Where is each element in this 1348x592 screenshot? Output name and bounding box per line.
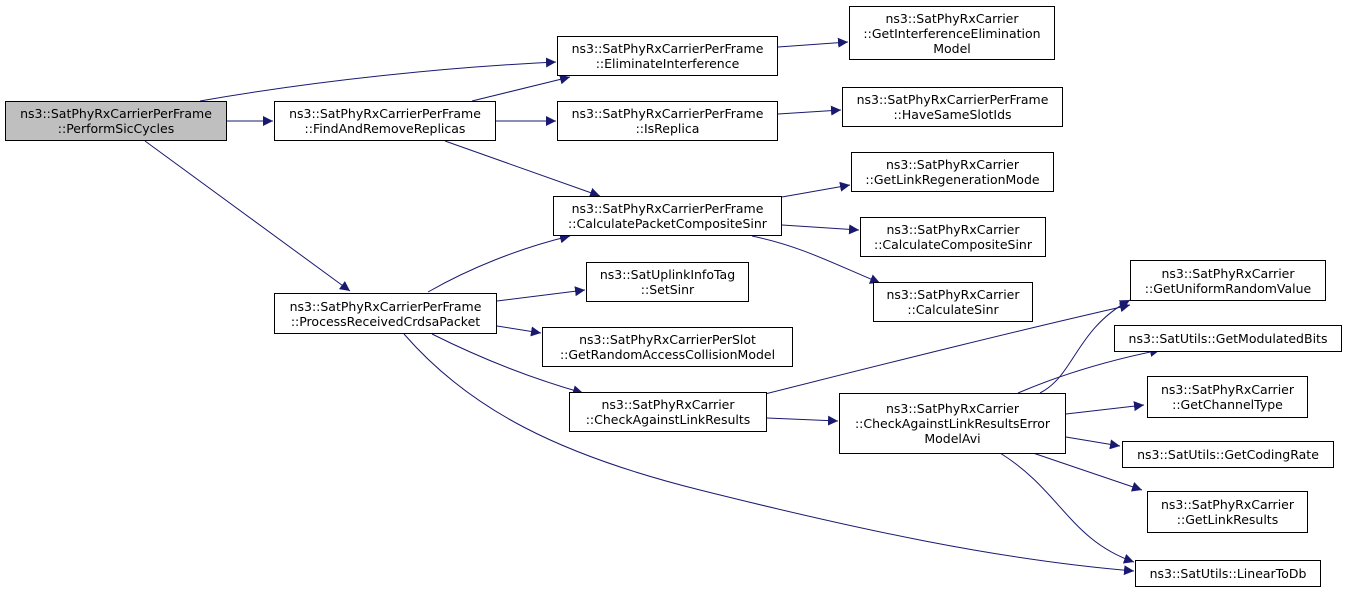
edge-process-to-calc-composite-pf (427, 233, 571, 293)
node-line2: ::GetRandomAccessCollisionModel (559, 347, 776, 362)
node-line1: ns3::SatPhyRxCarrierPerFrame (20, 106, 212, 121)
node-get-channel-type[interactable]: ns3::SatPhyRxCarrier ::GetChannelType (1147, 376, 1308, 418)
node-line2: ::HaveSameSlotIds (893, 107, 1012, 122)
node-calculate-sinr[interactable]: ns3::SatPhyRxCarrier ::CalculateSinr (873, 282, 1033, 322)
node-line1: ns3::SatPhyRxCarrier (601, 397, 735, 412)
edge-calc-composite-pf-to-calc-sinr (751, 235, 881, 284)
node-get-random-access-collision-model[interactable]: ns3::SatPhyRxCarrierPerSlot ::GetRandomA… (542, 327, 793, 367)
node-line1: ns3::SatPhyRxCarrier (1161, 382, 1294, 397)
node-line2: ::GetLinkRegenerationMode (865, 172, 1040, 187)
node-line2: ::GetUniformRandomValue (1144, 280, 1312, 296)
node-line2: ::EliminateInterference (595, 56, 740, 71)
node-line1: ns3::SatPhyRxCarrierPerFrame (571, 41, 764, 56)
node-get-modulated-bits[interactable]: ns3::SatUtils::GetModulatedBits (1114, 325, 1342, 352)
edge-eliminate-to-get-interf-elim (777, 37, 849, 48)
edge-check-error-model-to-get-channel-type (1065, 401, 1145, 415)
edge-check-error-model-to-get-uniform-random (1039, 299, 1131, 394)
node-set-sinr[interactable]: ns3::SatUplinkInfoTag ::SetSinr (586, 262, 749, 302)
node-line1: ns3::SatPhyRxCarrier (885, 10, 1019, 26)
node-line1: ns3::SatPhyRxCarrierPerFrame (571, 201, 764, 216)
node-line2: ::GetLinkResults (1176, 512, 1279, 527)
node-line2: ::PerformSicCycles (57, 121, 175, 136)
node-line1: ns3::SatPhyRxCarrierPerFrame (571, 106, 764, 121)
node-line2: ::CalculateSinr (907, 302, 999, 317)
node-get-uniform-random-value[interactable]: ns3::SatPhyRxCarrier ::GetUniformRandomV… (1130, 260, 1326, 301)
node-line2: ::GetInterferenceElimination (863, 25, 1041, 41)
node-have-same-slot-ids[interactable]: ns3::SatPhyRxCarrierPerFrame ::HaveSameS… (842, 87, 1063, 127)
node-get-link-results[interactable]: ns3::SatPhyRxCarrier ::GetLinkResults (1147, 491, 1308, 533)
node-line2: ::FindAndRemoveReplicas (304, 121, 466, 136)
node-eliminate-interference[interactable]: ns3::SatPhyRxCarrierPerFrame ::Eliminate… (557, 36, 778, 76)
edge-perform-sic-to-eliminate (199, 57, 557, 102)
node-perform-sic-cycles: ns3::SatPhyRxCarrierPerFrame ::PerformSi… (5, 101, 227, 141)
node-line1: ns3::SatPhyRxCarrierPerFrame (289, 106, 481, 121)
edge-check-link-results-to-check-error-model (766, 415, 839, 426)
node-line1: ns3::SatPhyRxCarrier (886, 222, 1020, 237)
node-line1: ns3::SatPhyRxCarrierPerFrame (289, 298, 482, 314)
node-line2: ::SetSinr (640, 282, 695, 297)
edge-process-to-set-sinr (496, 286, 586, 302)
edge-process-to-get-ra-collision (496, 325, 542, 337)
edge-check-error-model-to-linear-to-db (999, 452, 1135, 564)
node-line2: ::GetChannelType (1172, 397, 1283, 412)
node-calculate-composite-sinr[interactable]: ns3::SatPhyRxCarrier ::CalculateComposit… (860, 217, 1046, 257)
edge-find-remove-to-eliminate (471, 74, 571, 102)
node-calculate-packet-composite-sinr[interactable]: ns3::SatPhyRxCarrierPerFrame ::Calculate… (553, 196, 782, 236)
node-line1: ns3::SatUtils::GetModulatedBits (1128, 331, 1328, 346)
node-find-and-remove-replicas[interactable]: ns3::SatPhyRxCarrierPerFrame ::FindAndRe… (274, 101, 496, 141)
node-line2: ::CheckAgainstLinkResultsError (854, 416, 1051, 431)
node-process-received-crdsa-packet[interactable]: ns3::SatPhyRxCarrierPerFrame ::ProcessRe… (274, 293, 497, 334)
node-line1: ns3::SatUplinkInfoTag (599, 267, 736, 282)
edge-process-to-check-link-results (431, 333, 584, 396)
node-line1: ns3::SatUtils::LinearToDb (1149, 566, 1307, 581)
node-line1: ns3::SatPhyRxCarrierPerFrame (856, 92, 1049, 107)
node-line1: ns3::SatPhyRxCarrier (886, 401, 1019, 416)
node-line3: Model (933, 40, 971, 56)
node-line3: ModelAvi (924, 431, 981, 446)
node-line2: ::IsReplica (635, 121, 700, 136)
node-line1: ns3::SatPhyRxCarrier (1161, 497, 1294, 512)
node-line2: ::ProcessReceivedCrdsaPacket (290, 313, 481, 329)
node-get-link-regeneration-mode[interactable]: ns3::SatPhyRxCarrier ::GetLinkRegenerati… (851, 152, 1054, 192)
edge-find-remove-to-calc-composite-pf (444, 140, 601, 198)
node-get-interference-elimination-model[interactable]: ns3::SatPhyRxCarrier ::GetInterferenceEl… (849, 6, 1055, 60)
node-line1: ns3::SatPhyRxCarrier (1161, 265, 1295, 281)
edge-check-error-model-to-get-link-results (1032, 452, 1143, 492)
node-line1: ns3::SatPhyRxCarrierPerSlot (579, 332, 756, 347)
node-get-coding-rate[interactable]: ns3::SatUtils::GetCodingRate (1122, 441, 1334, 468)
edge-calc-composite-pf-to-calc-composite-sinr (781, 224, 860, 235)
node-line2: ::CalculatePacketCompositeSinr (568, 216, 767, 231)
node-is-replica[interactable]: ns3::SatPhyRxCarrierPerFrame ::IsReplica (557, 101, 778, 141)
edge-check-link-results-to-get-uniform-random (764, 302, 1131, 395)
node-line1: ns3::SatUtils::GetCodingRate (1137, 447, 1319, 462)
node-check-against-link-results[interactable]: ns3::SatPhyRxCarrier ::CheckAgainstLinkR… (569, 392, 767, 432)
edge-process-to-linear-to-db (403, 333, 1135, 576)
node-check-against-link-results-error-model-avi[interactable]: ns3::SatPhyRxCarrier ::CheckAgainstLinkR… (839, 393, 1066, 454)
edge-check-error-model-to-get-coding-rate (1065, 436, 1121, 450)
node-line1: ns3::SatPhyRxCarrier (886, 157, 1019, 172)
edge-calc-composite-pf-to-get-link-regen (781, 181, 851, 198)
node-line1: ns3::SatPhyRxCarrier (886, 287, 1020, 302)
edge-perform-sic-to-process-crdsa (144, 140, 351, 292)
node-line2: ::CheckAgainstLinkResults (585, 412, 751, 427)
edge-is-replica-to-have-same-slot (777, 105, 842, 116)
node-linear-to-db[interactable]: ns3::SatUtils::LinearToDb (1135, 560, 1321, 587)
edge-check-error-model-to-get-modulated-bits (1017, 347, 1161, 394)
node-line2: ::CalculateCompositeSinr (874, 237, 1032, 252)
